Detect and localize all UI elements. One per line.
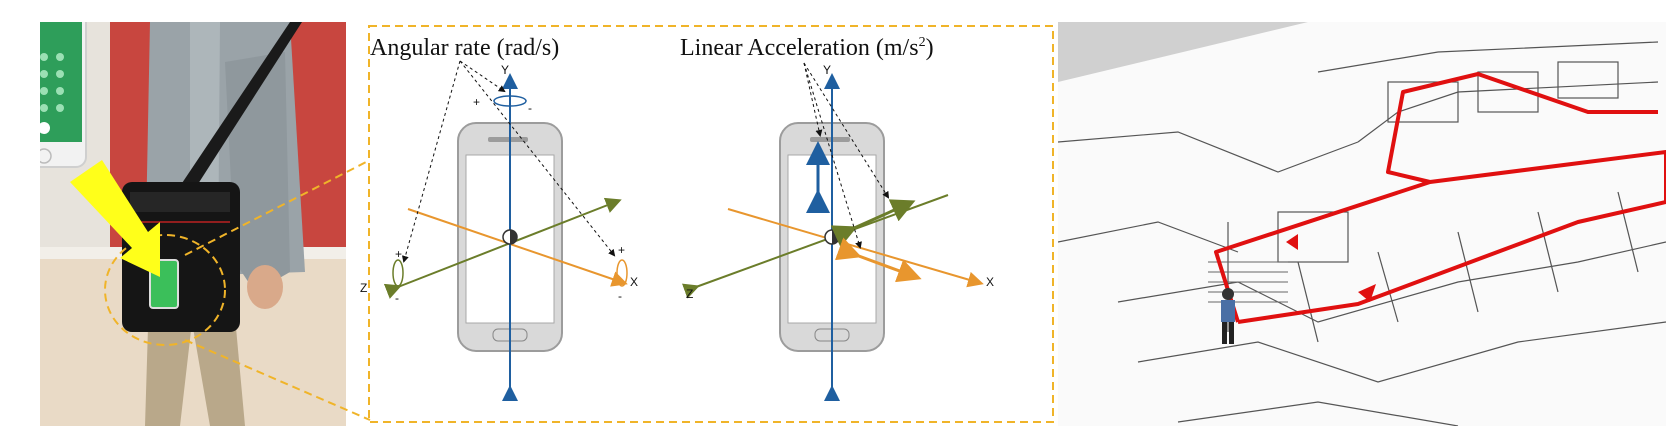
- linear-acceleration-title: Linear Acceleration (m/s2): [680, 35, 934, 61]
- left-y-label: Y: [501, 63, 510, 77]
- left-z-minus: -: [395, 291, 399, 305]
- person-bag-illustration: [40, 22, 346, 426]
- left-y-plus: +: [473, 95, 481, 109]
- left-y-minus: -: [528, 101, 532, 115]
- right-x-label: X: [986, 275, 995, 289]
- right-z-label: Z: [686, 287, 694, 301]
- floor-plan-illustration: [1058, 22, 1666, 426]
- left-z-label: Z: [360, 281, 368, 295]
- imu-axes-diagram: Angular rate (rad/s) Linear Acceleration…: [360, 25, 1054, 423]
- walker-figure: [1221, 288, 1235, 344]
- left-x-label: X: [630, 275, 639, 289]
- left-x-minus: -: [618, 289, 622, 303]
- walking-route: [1214, 72, 1666, 324]
- imu-diagram-canvas: [368, 25, 1054, 423]
- floor-plan-panel: [1058, 22, 1666, 426]
- left-x-plus: +: [618, 243, 626, 257]
- right-y-label: Y: [823, 63, 832, 77]
- photo-panel: [40, 22, 346, 426]
- dashed-frame: [368, 25, 1054, 423]
- angular-rate-title: Angular rate (rad/s): [370, 35, 560, 61]
- left-z-plus: +: [395, 247, 403, 261]
